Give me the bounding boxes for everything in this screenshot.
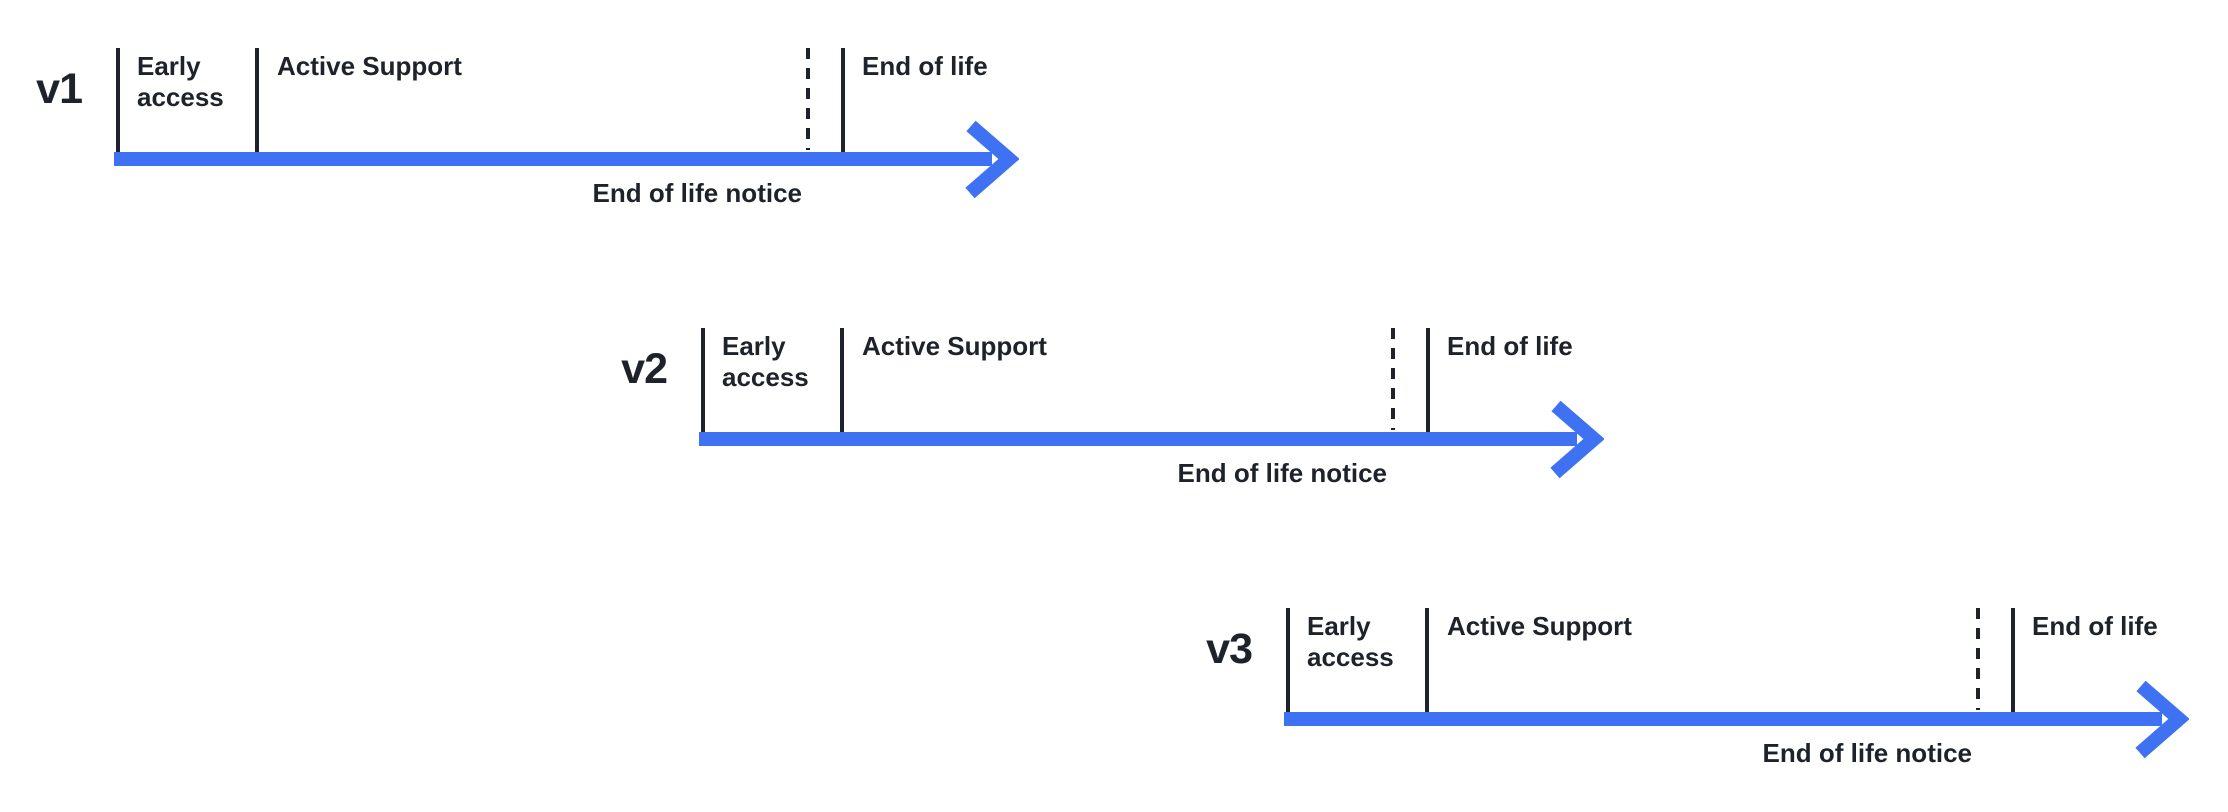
early-access-tick — [701, 328, 705, 432]
arrow-head-icon — [965, 120, 1019, 199]
end-of-life-label: End of life — [1447, 331, 1573, 361]
active-support-label: Active Support — [862, 331, 1047, 361]
early-access-tick — [116, 48, 120, 152]
end-of-life-label: End of life — [862, 51, 988, 81]
end-of-life-notice-label: End of life notice — [1762, 738, 1972, 768]
version-label: v1 — [36, 65, 83, 113]
end-of-life-tick — [1426, 328, 1430, 432]
end-of-life-notice-label: End of life notice — [1177, 458, 1387, 488]
timeline-arrow — [1284, 680, 2189, 759]
arrow-head-icon — [1550, 400, 1604, 479]
timeline-arrow — [699, 400, 1604, 479]
version-label: v2 — [621, 345, 668, 393]
timeline-row-v2: v2 Early access Active Support End of li… — [621, 328, 1631, 538]
arrow-shaft — [114, 152, 992, 166]
early-access-tick — [1286, 608, 1290, 712]
early-access-label: Early access — [722, 331, 809, 392]
end-of-life-notice-label: End of life notice — [592, 178, 802, 208]
arrow-shaft — [699, 432, 1577, 446]
active-support-tick — [1425, 608, 1429, 712]
end-of-life-tick — [2011, 608, 2015, 712]
arrow-shaft — [1284, 712, 2162, 726]
active-support-tick — [840, 328, 844, 432]
end-of-life-notice-dashed-line — [1976, 608, 1980, 710]
end-of-life-notice-dashed-line — [806, 48, 810, 150]
active-support-tick — [255, 48, 259, 152]
active-support-label: Active Support — [277, 51, 462, 81]
end-of-life-label: End of life — [2032, 611, 2158, 641]
end-of-life-tick — [841, 48, 845, 152]
active-support-label: Active Support — [1447, 611, 1632, 641]
arrow-head-icon — [2135, 680, 2189, 759]
early-access-label: Early access — [137, 51, 224, 112]
timeline-arrow — [114, 120, 1019, 199]
end-of-life-notice-dashed-line — [1391, 328, 1395, 430]
timeline-row-v3: v3 Early access Active Support End of li… — [1206, 608, 2216, 812]
timeline-row-v1: v1 Early access Active Support End of li… — [36, 48, 1046, 258]
early-access-label: Early access — [1307, 611, 1394, 672]
version-label: v3 — [1206, 625, 1253, 673]
